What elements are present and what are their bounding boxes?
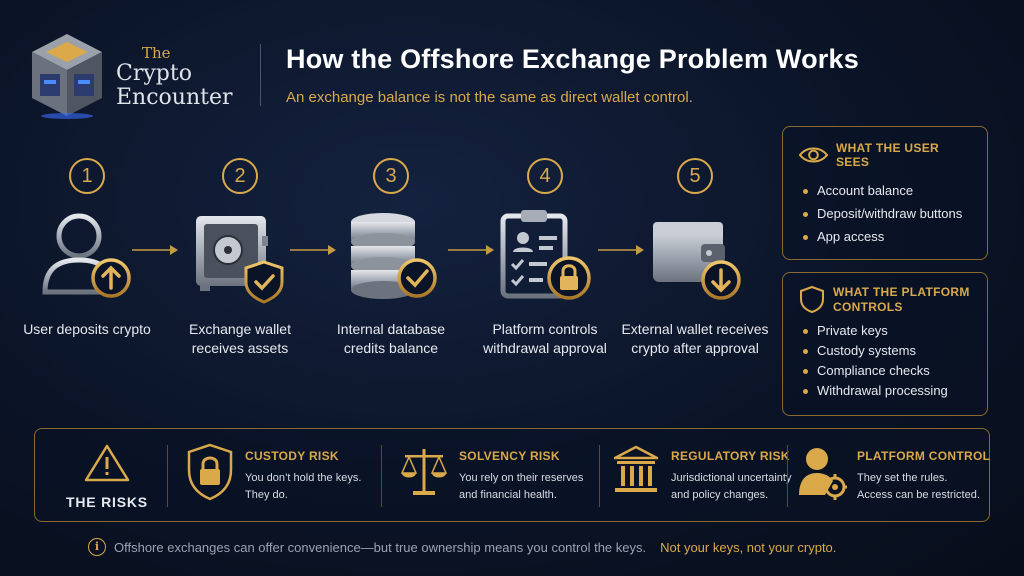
list-item: Deposit/withdraw buttons [799, 206, 971, 221]
step-label: External wallet receives crypto after ap… [621, 321, 769, 356]
risk-desc-1: Jurisdictional uncertainty [671, 472, 792, 484]
risk-desc-1: They set the rules. [857, 472, 948, 484]
list-item: App access [799, 229, 971, 244]
padlock-icon [187, 443, 233, 501]
footer-note: i Offshore exchanges can offer convenien… [88, 538, 836, 556]
clipboard-lock-icon [495, 206, 595, 306]
user-sees-title: WHAT THE USER SEES [835, 141, 939, 169]
divider [787, 445, 788, 507]
platform-controls-title-2: CONTROLS [833, 300, 903, 314]
step-label: Internal database credits balance [336, 321, 446, 356]
user-gear-icon [799, 448, 847, 500]
step-4: 4 Platform controls withdrawal approval [470, 158, 620, 358]
risk-title: SOLVENCY RISK [459, 449, 560, 463]
list-item: Custody systems [799, 343, 971, 358]
risk-title: PLATFORM CONTROL [857, 449, 991, 463]
platform-controls-title-1: WHAT THE PLATFORM [833, 285, 970, 299]
logo-the: The [142, 44, 171, 62]
cube-logo-icon [32, 34, 102, 119]
step-number: 5 [677, 158, 713, 194]
platform-controls-panel: WHAT THE PLATFORM CONTROLS Private keys … [782, 272, 988, 416]
risk-title: CUSTODY RISK [245, 449, 339, 463]
step-number: 2 [222, 158, 258, 194]
arrow-icon [132, 245, 178, 255]
footer-strong: Not your keys, not your crypto. [660, 539, 837, 555]
step-label: Exchange wallet receives assets [189, 321, 291, 356]
risk-title: REGULATORY RISK [671, 449, 790, 463]
divider [599, 445, 600, 507]
header-divider [260, 44, 261, 106]
footer-text: Offshore exchanges can offer convenience… [114, 539, 647, 555]
list-item: Withdrawal processing [799, 383, 971, 398]
divider [381, 445, 382, 507]
wallet-download-icon [645, 206, 745, 306]
logo-crypto: Crypto [116, 61, 192, 86]
page-title: How the Offshore Exchange Problem Works [286, 44, 859, 74]
scales-icon [400, 449, 448, 495]
step-1: 1 User deposits crypto [12, 158, 162, 339]
step-number: 4 [527, 158, 563, 194]
user-sees-panel: WHAT THE USER SEES Account balance Depos… [782, 126, 988, 260]
risk-desc-1: You don’t hold the keys. [245, 472, 362, 484]
logo-encounter: Encounter [116, 85, 233, 110]
database-check-icon [341, 206, 441, 306]
divider [167, 445, 168, 507]
risk-desc-2: and policy changes. [671, 489, 769, 501]
user-deposit-icon [37, 206, 137, 306]
list-item: Compliance checks [799, 363, 971, 378]
arrow-icon [290, 245, 336, 255]
courthouse-icon [613, 445, 659, 492]
risk-desc-1: You rely on their reserves [459, 472, 584, 484]
risks-heading: THE RISKS [53, 443, 161, 510]
step-2: 2 Exchange wallet receives assets [165, 158, 315, 358]
shield-icon [800, 285, 824, 313]
info-icon: i [88, 538, 106, 556]
step-3: 3 Internal database credits balance [316, 158, 466, 358]
arrow-icon [448, 245, 494, 255]
risk-desc-2: Access can be restricted. [857, 489, 980, 501]
risk-desc-2: and financial health. [459, 489, 557, 501]
page-subtitle: An exchange balance is not the same as d… [286, 89, 693, 106]
risk-desc-2: They do. [245, 489, 288, 501]
step-label: Platform controls withdrawal approval [483, 321, 607, 356]
brand-logo: The Crypto Encounter [24, 30, 264, 120]
safe-shield-icon [190, 206, 290, 306]
eye-icon [799, 147, 828, 163]
step-5: 5 External wallet receives crypto after … [620, 158, 770, 358]
risks-label: THE RISKS [66, 494, 148, 510]
warning-icon [84, 444, 130, 482]
step-label: User deposits crypto [23, 321, 151, 337]
list-item: Private keys [799, 323, 971, 338]
risks-bar: THE RISKS CUSTODY RISK You don’t hold th… [34, 428, 990, 522]
list-item: Account balance [799, 183, 971, 198]
step-number: 1 [69, 158, 105, 194]
arrow-icon [598, 245, 644, 255]
step-number: 3 [373, 158, 409, 194]
